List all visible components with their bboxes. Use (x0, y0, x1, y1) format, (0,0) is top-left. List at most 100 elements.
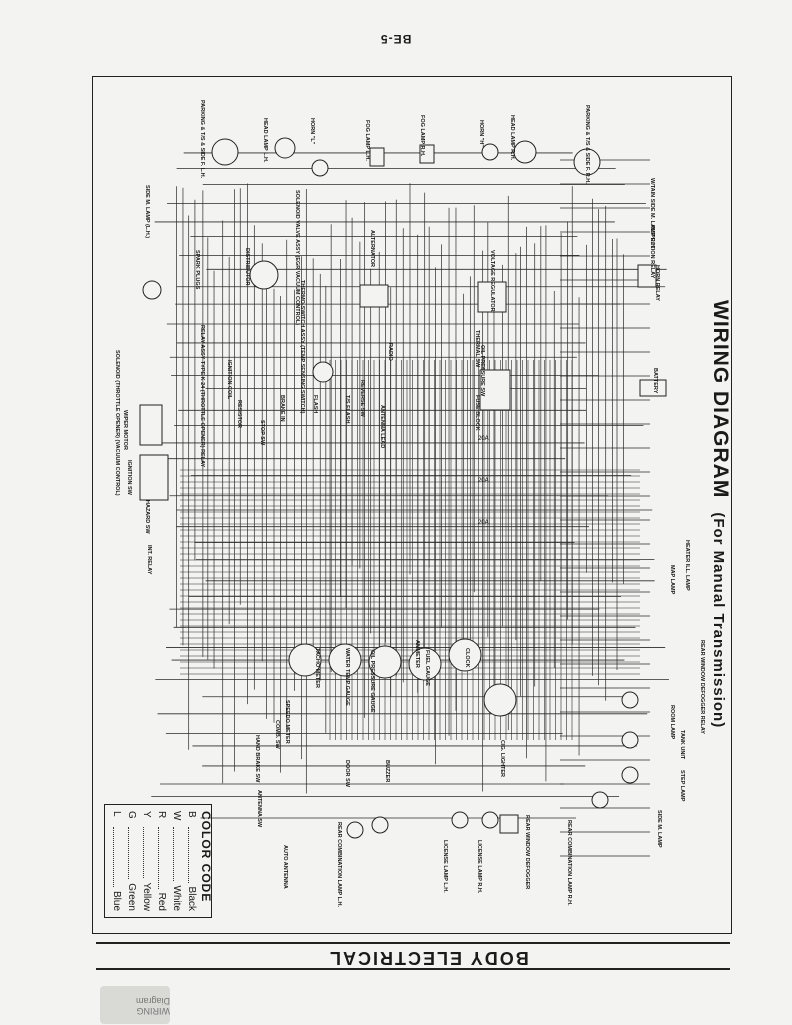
component-label: SOLENOID (THROTTLE OPENER) (VACUUM CONTR… (114, 350, 120, 496)
component-label: VOLTAGE REGULATOR (489, 250, 495, 312)
defogger-symbol (499, 814, 519, 834)
component-label: AUTO ANTENNA (282, 845, 288, 889)
component-label: FLASH (312, 395, 318, 414)
fuse-label: 20A (478, 520, 489, 526)
component-label: CIG. LIGHTER (499, 740, 505, 777)
component-label: LICENSE LAMP L.H. (442, 840, 448, 893)
component-label: PARKING & T/S & SIDE F. L.H. (199, 100, 205, 179)
component-label: REAR COMBINATION LAMP L.H. (336, 822, 342, 908)
section-title: BODY ELECTRICAL (328, 948, 529, 968)
fog-lamp-lh-symbol (369, 147, 385, 167)
component-label: REAR WINDOW DEFOGGER (524, 815, 530, 890)
component-label: TACHO METER (314, 648, 320, 688)
diagram-title: WIRING DIAGRAM (For Manual Transmission) (708, 300, 732, 728)
title-text: WIRING DIAGRAM (709, 300, 732, 499)
component-label: HAZARD SW (144, 500, 150, 534)
gauge-symbol (328, 643, 362, 677)
component-label: RESISTOR (236, 400, 242, 429)
component-label: PARKING & T/S & SIDE F. R.H. (584, 105, 590, 184)
legend-color-name: Blue (111, 890, 122, 911)
binder-tab-sticker: WIRING Diagram (100, 986, 170, 1024)
component-label: ROOM LAMP (669, 705, 675, 740)
component-label: FOG LAMP L.H. (364, 120, 370, 161)
legend-color-name: Green (126, 883, 137, 911)
legend-code: B (186, 811, 197, 818)
legend-leader (173, 827, 184, 882)
component-label: INT. RELAY (146, 545, 152, 575)
component-label: HEAD LAMP R.H. (509, 115, 515, 161)
component-label: REVERSE SW (359, 380, 365, 417)
diagram-frame (92, 76, 732, 934)
component-label: BATTERY (652, 368, 658, 394)
legend-row: Y Yellow (139, 811, 154, 911)
component-label: DOOR SW (344, 760, 350, 787)
distributor-symbol (249, 260, 279, 290)
legend-leader (128, 827, 139, 880)
component-label: RADIO (387, 343, 393, 361)
fuse-label: 20A (478, 478, 489, 484)
component-label: IGNITION COIL (226, 360, 232, 400)
legend-code: G (126, 811, 137, 819)
component-label: STOP SW (259, 420, 265, 446)
component-label: CLOCK (464, 648, 470, 668)
component-label: T/S FLASH (344, 395, 350, 424)
component-label: WATER TEMP GAUGE (344, 648, 350, 706)
component-label: ALTERNATOR (369, 230, 375, 267)
component-label: FOG LAMP R.H. (419, 115, 425, 157)
horn-h-symbol (481, 143, 499, 161)
component-label: AMMETER (414, 640, 420, 668)
component-label: FUSE BLOCK (474, 395, 480, 431)
component-label: HORN "H" (478, 120, 484, 147)
component-label: FUEL GAUGE (424, 650, 430, 686)
component-label: ANTENNA SW (256, 790, 262, 828)
subtitle-text: (For Manual Transmission) (710, 512, 727, 729)
component-label: SIDE M. LAMP (L.H.) (144, 185, 150, 239)
ignition-switch-symbol (139, 454, 169, 501)
component-label: REAR WINDOW DEFOGGER RELAY (699, 640, 705, 734)
gauge-symbol (368, 645, 402, 679)
legend-code: L (111, 811, 122, 817)
gauge-symbol (448, 638, 482, 672)
component-label: HEATER ILL. LAMP (684, 540, 690, 591)
legend-row: G Green (124, 811, 139, 911)
component-label: W/TAIN SIDE M. LAMP R.H. (649, 178, 655, 249)
component-label: BUZZER (384, 760, 390, 783)
legend-color-name: Yellow (141, 882, 152, 911)
legend-leader (113, 827, 124, 887)
section-rule-top (96, 942, 730, 944)
lamp-symbol (591, 791, 609, 809)
component-label: REAR COMBINATION LAMP R.H. (566, 820, 572, 906)
horn-relay-symbol (637, 264, 657, 288)
head-lamp-lh-symbol (274, 137, 296, 159)
fog-lamp-rh-symbol (419, 144, 435, 164)
legend-leader (188, 827, 199, 883)
lamp-symbol (621, 691, 639, 709)
gauge-symbol (408, 647, 442, 681)
horn-l-symbol (311, 159, 329, 177)
component-label: ANTENNA LEAD (379, 405, 385, 449)
component-label: SIDE M. LAMP (656, 810, 662, 848)
legend-code: W (171, 811, 182, 821)
component-label: SPEEDO METER (284, 700, 290, 744)
legend-row: L Blue (109, 811, 124, 911)
lamp-symbol (481, 811, 499, 829)
lamp-symbol (621, 731, 639, 749)
component-label: BRAKE IN (279, 395, 285, 422)
component-label: OIL PRESSURE GAUGE (369, 650, 375, 713)
lamp-symbol (346, 821, 364, 839)
legend-code: Y (141, 811, 152, 818)
component-label: HAND BRAKE SW (254, 735, 260, 783)
legend-leader (143, 827, 154, 879)
legend-title: COLOR CODE (199, 811, 213, 903)
component-label: SPARK PLUGS (194, 250, 200, 290)
section-rule-bottom (96, 968, 730, 970)
component-label: COMB. SW (274, 720, 280, 749)
fuse-label: 20A (478, 436, 489, 442)
component-label: OIL PRESSURE SW (479, 345, 485, 397)
component-label: TANK UNIT (679, 730, 685, 760)
